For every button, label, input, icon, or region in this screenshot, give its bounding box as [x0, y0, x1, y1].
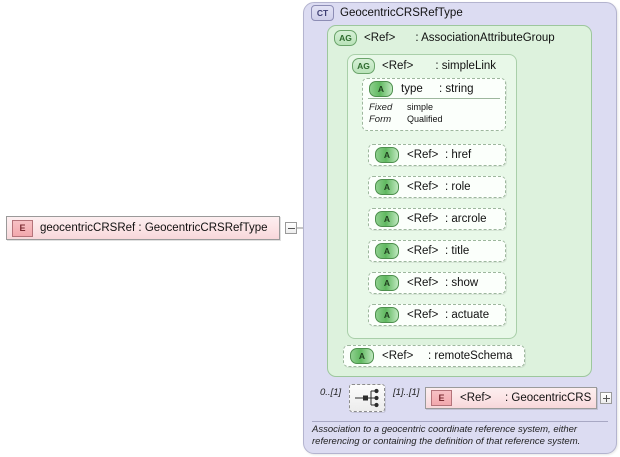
complex-type-badge-icon: CT [311, 5, 334, 21]
attribute-type: : href [445, 149, 472, 161]
attribute-name: <Ref> [407, 309, 439, 321]
expand-toggle-button[interactable] [600, 392, 612, 404]
attribute-group-badge-icon: AG [334, 30, 357, 46]
facet-key: Fixed [369, 102, 393, 113]
attribute-badge-icon: A [369, 81, 393, 97]
attribute-name: <Ref> [382, 350, 414, 362]
facet-value: simple [407, 102, 434, 112]
attribute-badge-icon: A [375, 307, 399, 323]
attribute-row-arcrole[interactable]: A <Ref> : arcrole [368, 208, 506, 230]
attribute-badge-icon: A [375, 147, 399, 163]
child-element-type: : GeocentricCRS [505, 392, 592, 404]
attribute-row-role[interactable]: A <Ref> : role [368, 176, 506, 198]
attribute-type: : actuate [445, 309, 490, 321]
complex-type-title: GeocentricCRSRefType [340, 7, 463, 19]
attribute-badge-icon: A [375, 211, 399, 227]
minus-icon [287, 227, 295, 229]
attribute-row-type[interactable]: A type : string [362, 78, 506, 99]
attribute-type: : string [439, 83, 474, 95]
child-element-box[interactable]: E <Ref> : GeocentricCRS [425, 387, 597, 409]
sequence-icon [355, 388, 379, 408]
attribute-badge-icon: A [375, 179, 399, 195]
complex-type-header: CT GeocentricCRSRefType [311, 5, 463, 21]
attribute-type: : title [445, 245, 470, 257]
attribute-name: <Ref> [407, 277, 439, 289]
attribute-row-title[interactable]: A <Ref> : title [368, 240, 506, 262]
attribute-group-inner-ref: <Ref> [382, 60, 414, 72]
attribute-group-inner-header[interactable]: AG <Ref> : simpleLink [352, 58, 496, 74]
attribute-group-outer-type: : AssociationAttributeGroup [415, 32, 555, 44]
attribute-type: : arcrole [445, 213, 487, 225]
facet-key: Form [369, 114, 392, 125]
facet-divider [368, 98, 500, 99]
facet-value: Qualified [407, 114, 443, 124]
attribute-type: : show [445, 277, 479, 289]
plus-icon-vertical [605, 394, 607, 402]
annotation-text: Association to a geocentric coordinate r… [312, 424, 581, 447]
annotation-divider [312, 421, 608, 422]
attribute-name: <Ref> [407, 149, 439, 161]
child-element-name: <Ref> [460, 392, 492, 404]
cardinality-label-right: [1]..[1] [393, 387, 420, 398]
element-badge-icon: E [431, 390, 452, 406]
attribute-group-badge-icon: AG [352, 58, 375, 74]
attribute-row-href[interactable]: A <Ref> : href [368, 144, 506, 166]
root-element-box[interactable]: E geocentricCRSRef : GeocentricCRSRefTyp… [6, 216, 280, 240]
attribute-group-outer-header[interactable]: AG <Ref> : AssociationAttributeGroup [334, 30, 555, 46]
attribute-row-show[interactable]: A <Ref> : show [368, 272, 506, 294]
sequence-compositor-icon[interactable] [349, 384, 385, 412]
element-badge-icon: E [12, 219, 33, 237]
attribute-badge-icon: A [375, 243, 399, 259]
attribute-row-actuate[interactable]: A <Ref> : actuate [368, 304, 506, 326]
root-element-label: geocentricCRSRef : GeocentricCRSRefType [40, 222, 268, 234]
attribute-type: : role [445, 181, 471, 193]
attribute-name: <Ref> [407, 213, 439, 225]
attribute-name: <Ref> [407, 181, 439, 193]
attribute-name: type [401, 83, 423, 95]
attribute-name: <Ref> [407, 245, 439, 257]
attribute-badge-icon: A [350, 348, 374, 364]
facet-form: Form Qualified [369, 114, 505, 126]
attribute-type: : remoteSchema [428, 350, 513, 362]
facet-fixed: Fixed simple [369, 102, 505, 114]
attribute-row-remoteschema[interactable]: A <Ref> : remoteSchema [343, 345, 525, 367]
attribute-facets-box: Fixed simple Form Qualified [362, 99, 506, 131]
attribute-group-inner-type: : simpleLink [435, 60, 497, 72]
collapse-toggle-button[interactable] [285, 222, 297, 234]
cardinality-label-left: 0..[1] [320, 387, 342, 398]
attribute-badge-icon: A [375, 275, 399, 291]
attribute-group-outer-ref: <Ref> [364, 32, 396, 44]
